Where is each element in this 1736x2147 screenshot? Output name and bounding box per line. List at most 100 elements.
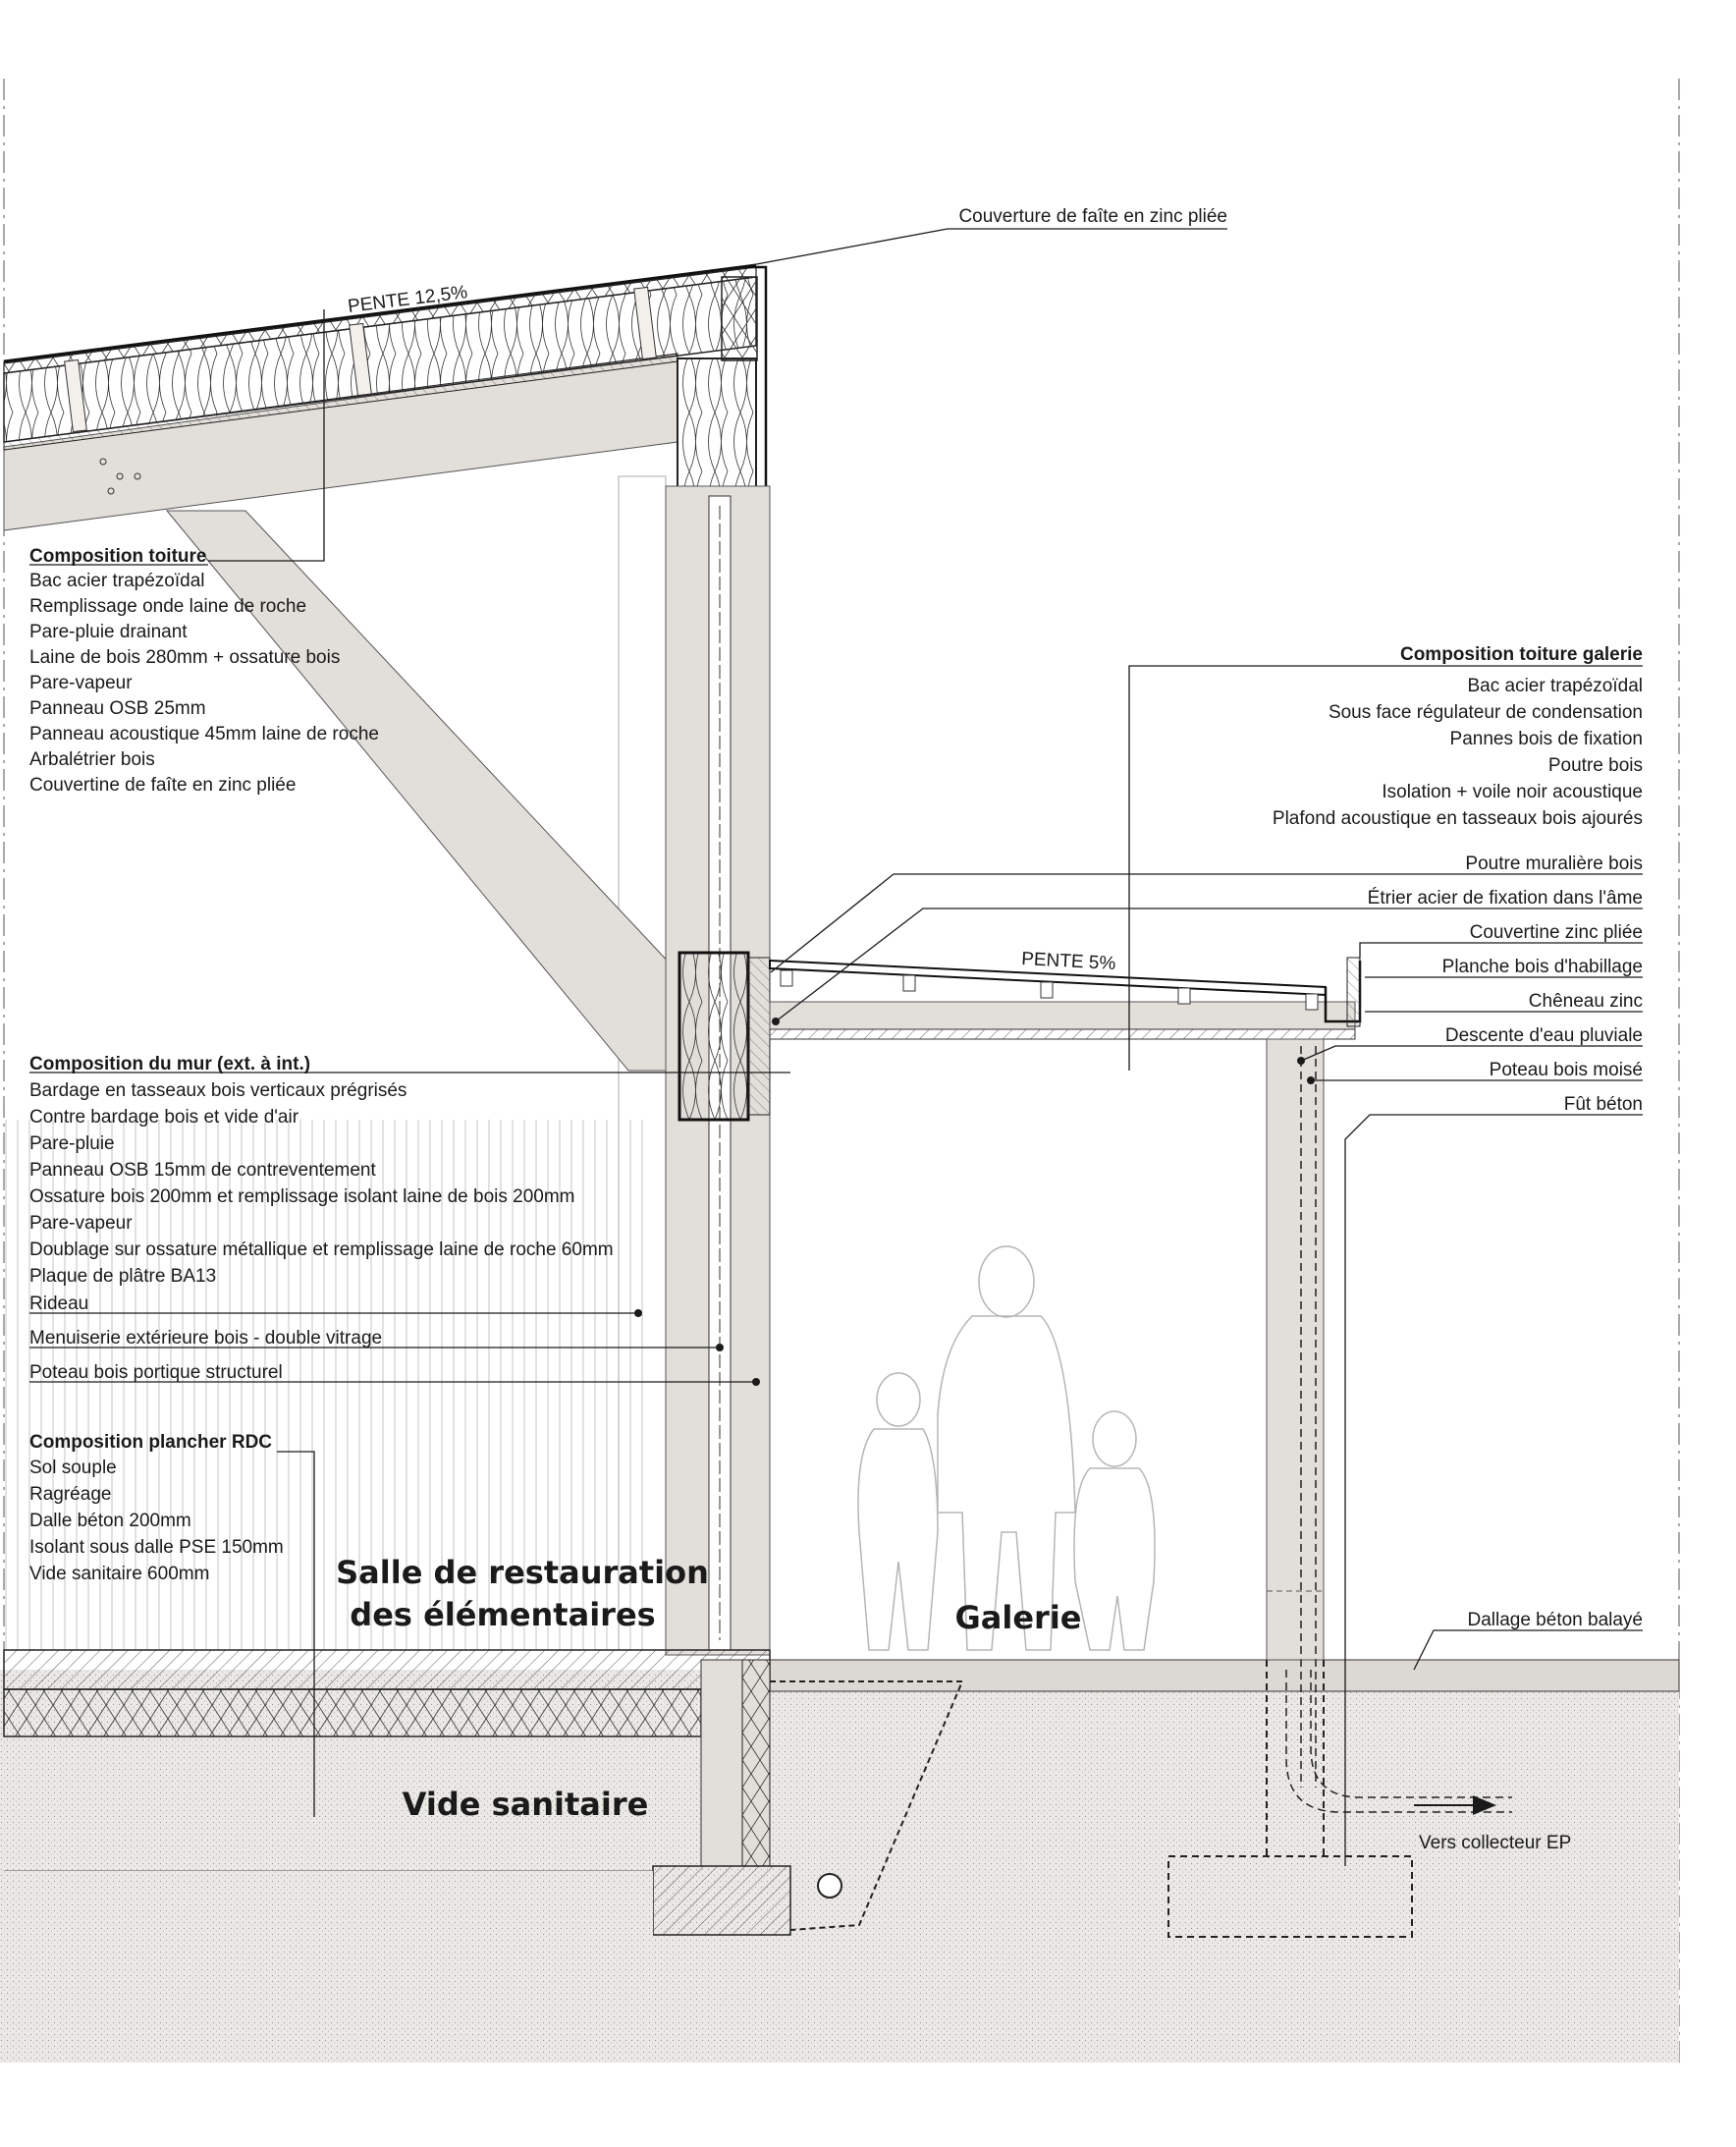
roof-composition-item: Remplissage onde laine de roche xyxy=(29,596,306,617)
gallery-column xyxy=(1266,1038,1325,1661)
gallery-roof-composition-item: Poutre bois xyxy=(1548,755,1643,776)
gallery-roof-composition-item: Isolation + voile noir acoustique xyxy=(1382,782,1643,802)
gallery-purlin xyxy=(780,969,793,987)
gallery-room-name: Galerie xyxy=(955,1599,1082,1636)
drain-pipe xyxy=(1310,1670,1512,1798)
crawlspace-soil xyxy=(4,1871,653,2063)
roof-composition-item: Panneau acoustique 45mm laine de roche xyxy=(29,724,379,744)
restaurant-room-name: des élémentaires xyxy=(350,1596,655,1633)
wall-composition-item: Contre bardage bois et vide d'air xyxy=(29,1107,299,1128)
wall-composition-legend: Composition du mur (ext. à int.) Bardage… xyxy=(29,1054,614,1383)
gallery-roof-composition-item: Sous face régulateur de condensation xyxy=(1329,702,1643,723)
roof-composition-item: Panneau OSB 25mm xyxy=(29,698,206,719)
concrete-pier-label: Fût béton xyxy=(1564,1094,1643,1115)
wall-composition-item: Panneau OSB 15mm de contreventement xyxy=(29,1160,376,1181)
roof-batten xyxy=(64,358,87,433)
wall-composition-item: Doublage sur ossature métallique et remp… xyxy=(29,1239,614,1260)
bolt xyxy=(116,472,124,480)
concrete-pier xyxy=(1266,1590,1325,1661)
restaurant-room-name: Salle de restauration xyxy=(336,1554,709,1591)
zinc-gutter-label: Chêneau zinc xyxy=(1529,991,1643,1012)
gallery-purlin xyxy=(1040,981,1054,999)
floor-composition-item: Vide sanitaire 600mm xyxy=(29,1564,209,1584)
floor-composition-item: Ragréage xyxy=(29,1484,111,1505)
pointer-dot xyxy=(752,1378,760,1386)
gallery-column-label: Poteau bois moisé xyxy=(1490,1060,1643,1080)
column-label: Poteau bois portique structurel xyxy=(29,1362,283,1383)
downpipe-label: Descente d'eau pluviale xyxy=(1445,1025,1643,1046)
bolt xyxy=(107,487,115,495)
wall-composition-item: Ossature bois 200mm et remplissage isola… xyxy=(29,1186,575,1207)
gallery-roof-composition-title: Composition toiture galerie xyxy=(1400,644,1643,665)
floor-composition-item: Sol souple xyxy=(29,1458,117,1478)
floor-composition-item: Dalle béton 200mm xyxy=(29,1511,191,1531)
right-detail-labels: Poutre muralière bois Étrier acier de fi… xyxy=(1368,853,1643,1853)
fascia-board-label: Planche bois d'habillage xyxy=(1442,957,1643,977)
wall-composition-item: Bardage en tasseaux bois verticaux prégr… xyxy=(29,1080,407,1101)
pointer-dot xyxy=(716,1344,724,1351)
roof-batten xyxy=(633,286,657,360)
floor-composition-item: Isolant sous dalle PSE 150mm xyxy=(29,1537,284,1558)
excavation-outline xyxy=(770,1680,964,1931)
gallery-footing xyxy=(1167,1855,1413,1938)
gallery-roof-composition-item: Bac acier trapézoïdal xyxy=(1468,676,1644,696)
ridge-flashing-label: Couverture de faîte en zinc pliée xyxy=(958,206,1227,227)
gallery-purlin xyxy=(1177,987,1191,1005)
pier-underground xyxy=(1266,1660,1325,1856)
interior-bardage xyxy=(4,1120,652,1650)
foundation-footing xyxy=(652,1865,791,1936)
foundation-insulation xyxy=(741,1659,771,1867)
curtain-label: Rideau xyxy=(29,1294,88,1314)
pointer-dot xyxy=(634,1309,642,1317)
drain-pipe xyxy=(1285,1670,1512,1813)
roof-steel-sheet xyxy=(3,263,757,363)
window-label: Menuiserie extérieure bois - double vitr… xyxy=(29,1328,382,1349)
ridge-zinc-flashing xyxy=(741,265,768,496)
wall-plate-label: Poutre muralière bois xyxy=(1465,853,1643,874)
wall-composition-title: Composition du mur (ext. à int.) xyxy=(29,1054,310,1074)
floor-composition-legend: Composition plancher RDC Sol souple Ragr… xyxy=(29,1432,284,1584)
drain-collector-label: Vers collecteur EP xyxy=(1419,1833,1571,1853)
ridge-post xyxy=(677,358,757,497)
pointer-dot xyxy=(1297,1057,1305,1065)
roof-composition-item: Laine de bois 280mm + ossature bois xyxy=(29,647,340,668)
gallery-purlin xyxy=(902,974,916,992)
roof-composition-title: Composition toiture xyxy=(29,546,206,567)
roof-composition-legend: Composition toiture Bac acier trapézoïda… xyxy=(29,546,379,796)
wall-composition-item: Pare-vapeur xyxy=(29,1213,133,1234)
wall-composition-item: Pare-pluie xyxy=(29,1133,115,1154)
fascia-board xyxy=(1346,957,1361,1027)
gallery-roof-composition-item: Plafond acoustique en tasseaux bois ajou… xyxy=(1273,808,1643,829)
leader-lines xyxy=(29,228,1643,1866)
pointer-dot xyxy=(772,1018,780,1025)
wall-ring-beam-outer xyxy=(747,957,771,1116)
gallery-purlin xyxy=(1305,993,1319,1011)
gallery-roof-composition-item: Pannes bois de fixation xyxy=(1450,729,1643,749)
steel-stirrup-label: Étrier acier de fixation dans l'âme xyxy=(1368,888,1643,908)
roof-composition-item: Bac acier trapézoïdal xyxy=(29,571,205,591)
gallery-ceiling xyxy=(769,1028,1356,1040)
ground-slab-label: Dallage béton balayé xyxy=(1467,1610,1643,1630)
bolt xyxy=(99,458,107,466)
bolt xyxy=(134,472,141,480)
drain-pipe-section xyxy=(817,1873,842,1899)
roof-composition-item: Arbalétrier bois xyxy=(29,749,155,770)
crawlspace-room-name: Vide sanitaire xyxy=(403,1786,649,1823)
gallery-roof-beam xyxy=(769,1001,1356,1030)
roof-composition-item: Pare-vapeur xyxy=(29,673,133,693)
ridge-cap-post xyxy=(721,276,758,361)
roof-composition-item: Pare-pluie drainant xyxy=(29,622,188,642)
people-silhouettes xyxy=(857,1245,1156,1651)
wall-ring-beam-insulation xyxy=(678,951,750,1122)
roof-batten xyxy=(349,322,372,397)
gallery-roof-slope: PENTE 5% xyxy=(1021,949,1116,974)
floor-slab xyxy=(3,1649,771,1690)
gallery-roof-composition-legend: Composition toiture galerie Bac acier tr… xyxy=(1273,644,1643,829)
gallery-dallage xyxy=(767,1659,1680,1692)
roof-composition-item: Couvertine de faîte en zinc pliée xyxy=(29,775,296,796)
wall-composition-item: Plaque de plâtre BA13 xyxy=(29,1266,216,1287)
floor-composition-title: Composition plancher RDC xyxy=(29,1432,272,1453)
floor-insulation xyxy=(3,1688,702,1737)
zinc-flashing-label: Couvertine zinc pliée xyxy=(1470,922,1643,943)
